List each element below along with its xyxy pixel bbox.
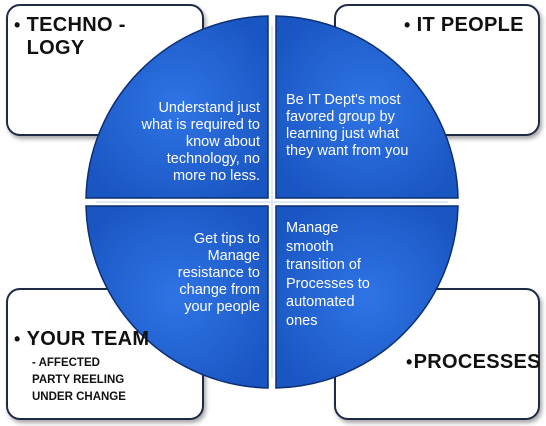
technology-title: •TECHNO - LOGY [14,14,126,59]
quadrant-bottom-left [85,205,269,389]
quadrant-top-left [85,15,269,199]
processes-title: •PROCESSES [406,351,541,373]
quadrant-bottom-right [275,205,459,389]
quadrant-top-left-text: Understand just what is required to know… [141,100,260,184]
it-people-title: •IT PEOPLE [404,14,524,36]
your-team-title: •YOUR TEAM [14,328,150,350]
quadrant-bottom-right-text: Manage smooth transition of Processes to… [286,220,370,329]
quadrant-top-right [275,15,459,199]
your-team-subtitle: - AFFECTED PARTY REELING UNDER CHANGE [32,357,126,403]
quadrant-bottom-left-text: Get tips to Manage resistance to change … [177,231,260,315]
quadrant-top-right-text: Be IT Dept's most favored group by learn… [286,92,409,159]
